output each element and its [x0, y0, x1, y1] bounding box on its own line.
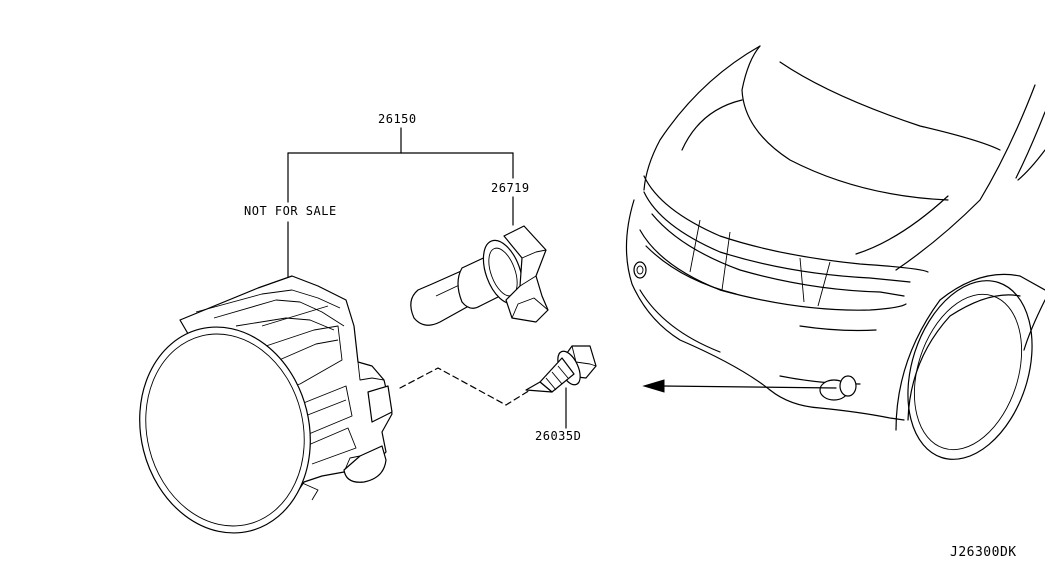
screw: [525, 345, 597, 393]
bulb-part-number: 26719: [491, 181, 530, 195]
not-for-sale-label: NOT FOR SALE: [244, 204, 337, 218]
diagram-code: J26300DK: [950, 545, 1017, 560]
screw-part-number: 26035D: [535, 429, 582, 443]
leader-lines: [287, 127, 567, 429]
fog-lamp-assembly: [139, 275, 393, 534]
bulb: [410, 225, 549, 326]
vehicle-front-view: [625, 45, 1045, 460]
assembly-part-number: 26150: [378, 112, 417, 126]
direction-arrow: [642, 379, 837, 393]
